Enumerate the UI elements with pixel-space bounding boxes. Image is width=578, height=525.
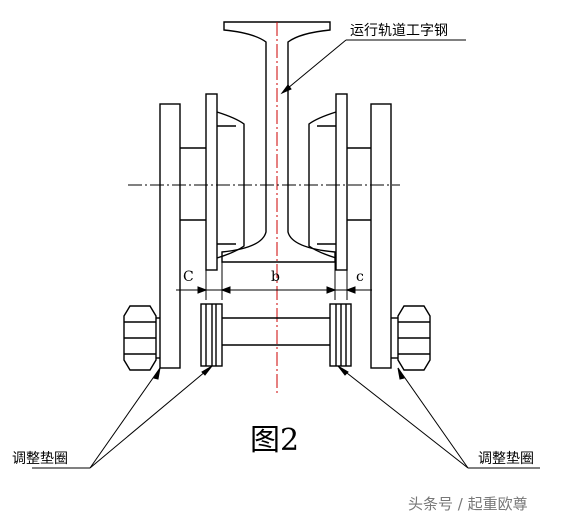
left-side-plate xyxy=(159,103,206,369)
beam-label: 运行轨道工字钢 xyxy=(350,23,448,39)
right-shim-leader xyxy=(337,365,540,469)
i-beam xyxy=(221,21,336,263)
right-side-plate xyxy=(347,103,392,369)
shim-label-right: 调整垫圈 xyxy=(478,451,534,467)
dimension-line xyxy=(176,262,372,300)
axle-assembly xyxy=(200,303,352,367)
dimension-c-right: c xyxy=(356,269,364,285)
figure-caption: 图2 xyxy=(250,423,299,458)
watermark-text: 头条号 / 起重欧尊 xyxy=(408,495,528,513)
dimension-b: b xyxy=(271,269,280,285)
right-nut-stack xyxy=(391,305,431,371)
left-nut-stack xyxy=(123,305,160,371)
shim-label-left: 调整垫圈 xyxy=(12,451,68,467)
beam-leader xyxy=(280,39,466,95)
dimension-c-left: C xyxy=(183,269,194,285)
left-shim-leader xyxy=(32,365,213,469)
right-wheel xyxy=(308,93,348,271)
left-wheel xyxy=(205,93,245,271)
